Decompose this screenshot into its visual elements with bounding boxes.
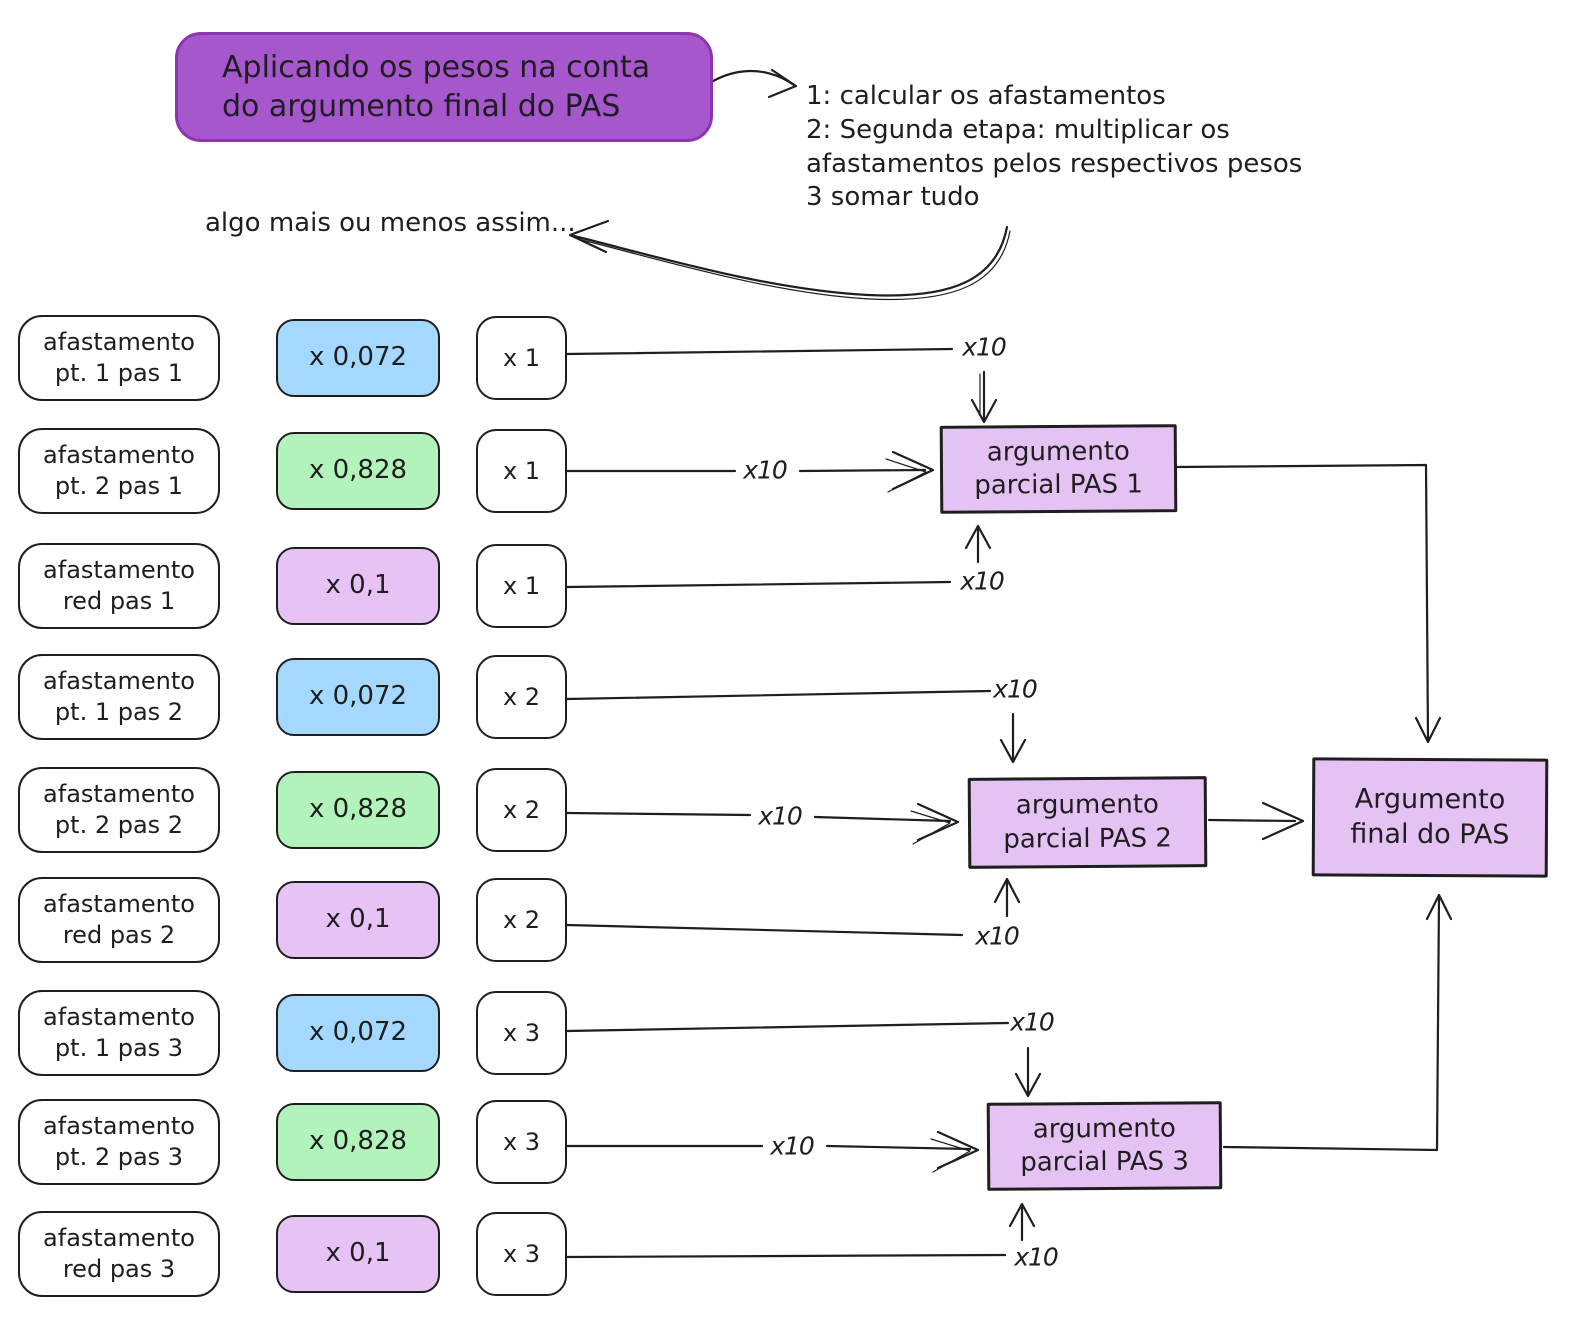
x10-label: x10 xyxy=(743,455,788,485)
argumento-parcial-pas1-box: argumento parcial PAS 1 xyxy=(939,424,1178,514)
etapa-box: x 1 xyxy=(476,316,567,400)
steps-text: 1: calcular os afastamentos 2: Segunda e… xyxy=(806,81,1303,213)
arrow-steps-to-note xyxy=(568,219,1011,301)
x10-label: x10 xyxy=(962,332,1007,362)
peso-box: x 0,072 xyxy=(276,319,440,397)
arrow-row3-to-pas1 xyxy=(565,524,992,589)
x10-label: x10 xyxy=(1014,1242,1059,1272)
peso-box: x 0,828 xyxy=(276,432,440,510)
argumento-final-box: Argumento final do PAS xyxy=(1311,757,1549,878)
x10-label: x10 xyxy=(975,921,1020,951)
x10-label: x10 xyxy=(758,801,803,831)
argumento-parcial-pas3-box: argumento parcial PAS 3 xyxy=(986,1101,1223,1191)
etapa-box: x 1 xyxy=(476,429,567,513)
afastamento-box: afastamento red pas 1 xyxy=(18,543,220,629)
peso-box: x 0,1 xyxy=(276,881,440,959)
afastamento-box: afastamento pt. 2 pas 3 xyxy=(18,1099,220,1185)
etapa-box: x 3 xyxy=(476,1100,567,1184)
peso-box: x 0,828 xyxy=(276,1103,440,1181)
arrow-pas2-to-final xyxy=(1207,801,1305,841)
arrow-row6-to-pas2 xyxy=(565,877,1021,937)
etapa-box: x 1 xyxy=(476,544,567,628)
etapa-box: x 2 xyxy=(476,768,567,852)
peso-box: x 0,072 xyxy=(276,994,440,1072)
x10-label: x10 xyxy=(770,1131,815,1161)
note-text: algo mais ou menos assim... xyxy=(205,208,576,238)
etapa-box: x 2 xyxy=(476,878,567,962)
peso-box: x 0,1 xyxy=(276,547,440,625)
afastamento-box: afastamento pt. 2 pas 2 xyxy=(18,767,220,853)
peso-box: x 0,828 xyxy=(276,771,440,849)
afastamento-box: afastamento pt. 1 pas 3 xyxy=(18,990,220,1076)
arrow-row9-to-pas3 xyxy=(565,1202,1036,1259)
afastamento-box: afastamento pt. 1 pas 2 xyxy=(18,654,220,740)
arrow-row7-to-pas3 xyxy=(565,1021,1042,1098)
afastamento-box: afastamento red pas 3 xyxy=(18,1211,220,1297)
afastamento-box: afastamento red pas 2 xyxy=(18,877,220,963)
arrow-row4-to-pas2 xyxy=(565,689,1027,764)
x10-label: x10 xyxy=(1010,1007,1055,1037)
title-box: Aplicando os pesos na conta do argumento… xyxy=(175,32,713,142)
peso-box: x 0,1 xyxy=(276,1215,440,1293)
etapa-box: x 3 xyxy=(476,1212,567,1296)
argumento-parcial-pas2-box: argumento parcial PAS 2 xyxy=(967,776,1208,869)
arrow-pas3-to-final xyxy=(1222,893,1453,1152)
arrow-row1-to-pas1 xyxy=(565,347,998,424)
etapa-box: x 2 xyxy=(476,655,567,739)
afastamento-box: afastamento pt. 2 pas 1 xyxy=(18,428,220,514)
etapa-box: x 3 xyxy=(476,991,567,1075)
afastamento-box: afastamento pt. 1 pas 1 xyxy=(18,315,220,401)
x10-label: x10 xyxy=(960,566,1005,596)
arrow-pas1-to-final xyxy=(1175,463,1442,744)
x10-label: x10 xyxy=(993,674,1038,704)
peso-box: x 0,072 xyxy=(276,658,440,736)
